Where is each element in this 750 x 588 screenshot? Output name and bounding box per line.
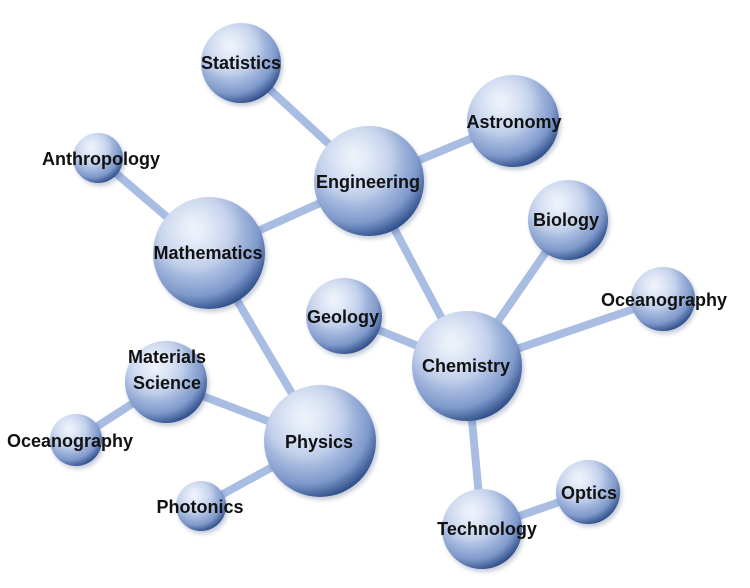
node-label: Oceanography bbox=[7, 431, 133, 451]
node-label: Technology bbox=[437, 519, 537, 539]
node-oceanography-right: Oceanography bbox=[601, 267, 727, 334]
node-label: Geology bbox=[307, 307, 379, 327]
node-label: Chemistry bbox=[422, 356, 510, 376]
node-highlight bbox=[631, 267, 695, 331]
node-label: Biology bbox=[533, 210, 599, 230]
node-optics: Optics bbox=[556, 460, 622, 527]
node-label-line: Optics bbox=[561, 483, 617, 503]
node-label-line: Physics bbox=[285, 432, 353, 452]
node-highlight bbox=[556, 460, 620, 524]
nodes-layer: StatisticsAstronomyAnthropologyEngineeri… bbox=[7, 23, 727, 572]
node-label-line: Geology bbox=[307, 307, 379, 327]
node-label-line: Anthropology bbox=[42, 149, 160, 169]
node-highlight bbox=[306, 278, 382, 354]
node-label-line: Technology bbox=[437, 519, 537, 539]
node-label-line: Photonics bbox=[156, 497, 243, 517]
node-biology: Biology bbox=[528, 180, 610, 263]
node-oceanography-left: Oceanography bbox=[7, 414, 133, 469]
node-astronomy: Astronomy bbox=[466, 75, 562, 170]
node-label: Oceanography bbox=[601, 290, 727, 310]
node-label: Photonics bbox=[156, 497, 243, 517]
node-label-line: Science bbox=[133, 373, 201, 393]
node-highlight bbox=[153, 197, 265, 309]
node-statistics: Statistics bbox=[201, 23, 283, 106]
node-label-line: Astronomy bbox=[466, 112, 561, 132]
node-highlight bbox=[314, 126, 424, 236]
node-highlight bbox=[201, 23, 281, 103]
node-label-line: Biology bbox=[533, 210, 599, 230]
node-label: Engineering bbox=[316, 172, 420, 192]
node-label: Anthropology bbox=[42, 149, 160, 169]
node-highlight bbox=[467, 75, 559, 167]
node-highlight bbox=[412, 311, 522, 421]
node-label: Optics bbox=[561, 483, 617, 503]
node-chemistry: Chemistry bbox=[412, 311, 524, 424]
node-highlight bbox=[73, 133, 123, 183]
node-physics: Physics bbox=[264, 385, 378, 500]
node-highlight bbox=[528, 180, 608, 260]
node-anthropology: Anthropology bbox=[42, 133, 160, 186]
node-label-line: Materials bbox=[128, 347, 206, 367]
node-geology: Geology bbox=[306, 278, 384, 357]
node-photonics: Photonics bbox=[156, 481, 244, 534]
node-label-line: Chemistry bbox=[422, 356, 510, 376]
node-highlight bbox=[125, 341, 207, 423]
node-label-line: Engineering bbox=[316, 172, 420, 192]
node-engineering: Engineering bbox=[314, 126, 426, 239]
node-technology: Technology bbox=[437, 489, 537, 572]
node-label-line: Statistics bbox=[201, 53, 281, 73]
node-label: Astronomy bbox=[466, 112, 561, 132]
node-label: Mathematics bbox=[153, 243, 262, 263]
node-label-line: Oceanography bbox=[7, 431, 133, 451]
node-highlight bbox=[176, 481, 226, 531]
node-label: Physics bbox=[285, 432, 353, 452]
node-label-line: Oceanography bbox=[601, 290, 727, 310]
node-highlight bbox=[50, 414, 102, 466]
node-label-line: Mathematics bbox=[153, 243, 262, 263]
node-label: Statistics bbox=[201, 53, 281, 73]
node-highlight bbox=[264, 385, 376, 497]
node-highlight bbox=[442, 489, 522, 569]
node-mathematics: Mathematics bbox=[153, 197, 267, 312]
